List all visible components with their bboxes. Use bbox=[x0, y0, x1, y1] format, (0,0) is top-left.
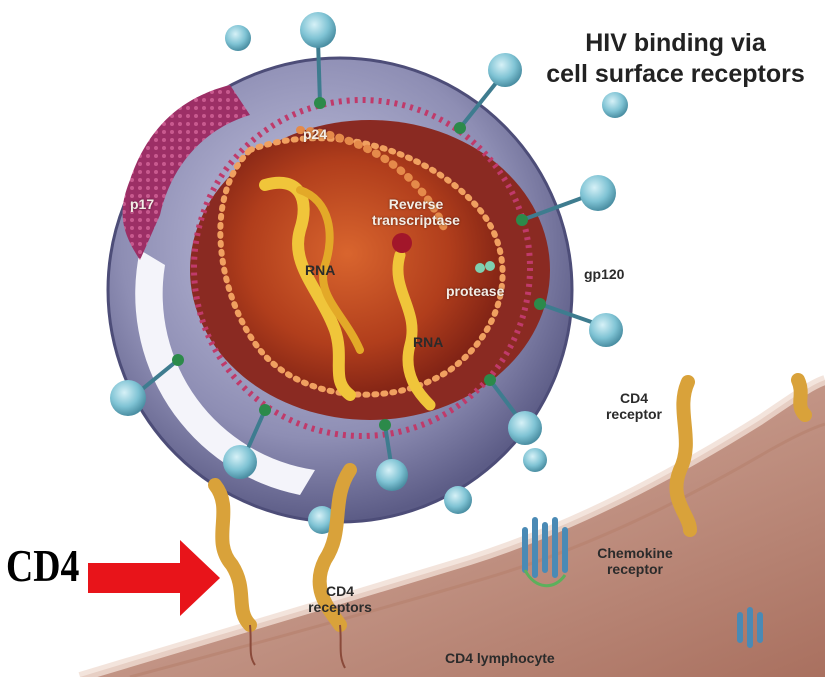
label-cd4-receptors: CD4 receptors bbox=[295, 583, 385, 615]
label-p17: p17 bbox=[130, 196, 154, 212]
label-p24: p24 bbox=[303, 126, 327, 142]
label-cd4-receptors-line2: receptors bbox=[295, 599, 385, 615]
label-reverse-transcriptase-line1: Reverse bbox=[368, 196, 464, 212]
protease-molecule bbox=[475, 263, 485, 273]
label-chemokine-line2: receptor bbox=[585, 561, 685, 577]
reverse-transcriptase-molecule bbox=[392, 233, 412, 253]
label-reverse-transcriptase: Reverse transcriptase bbox=[368, 196, 464, 228]
label-protease: protease bbox=[446, 283, 504, 299]
title-line-1: HIV binding via bbox=[528, 28, 823, 59]
label-rna-lower: RNA bbox=[413, 334, 443, 350]
label-cd4-receptors-line1: CD4 bbox=[295, 583, 385, 599]
label-cd4-lymphocyte: CD4 lymphocyte bbox=[445, 650, 555, 666]
title-line-2: cell surface receptors bbox=[528, 59, 823, 90]
label-reverse-transcriptase-line2: transcriptase bbox=[368, 212, 464, 228]
label-cd4-receptor-line2: receptor bbox=[598, 406, 670, 422]
cd4-callout-text: CD4 bbox=[6, 543, 79, 589]
label-gp120: gp120 bbox=[584, 266, 624, 282]
label-cd4-receptor-line1: CD4 bbox=[598, 390, 670, 406]
label-chemokine-receptor: Chemokine receptor bbox=[585, 545, 685, 577]
diagram-title: HIV binding via cell surface receptors bbox=[528, 28, 823, 90]
label-chemokine-line1: Chemokine bbox=[585, 545, 685, 561]
label-rna-upper: RNA bbox=[305, 262, 335, 278]
label-cd4-receptor: CD4 receptor bbox=[598, 390, 670, 422]
protease-molecule-2 bbox=[485, 261, 495, 271]
cd4-callout-arrow bbox=[88, 540, 220, 616]
